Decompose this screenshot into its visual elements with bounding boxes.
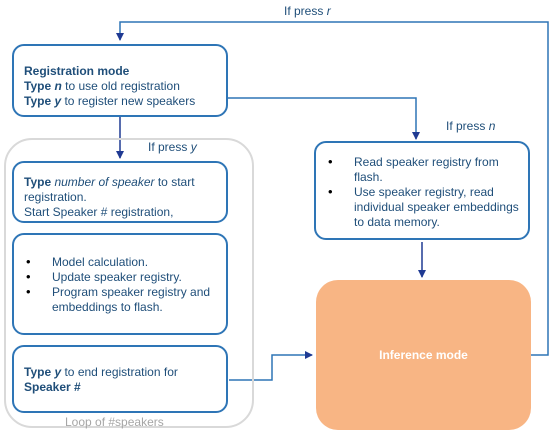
- list-item: Model calculation.: [24, 254, 218, 270]
- read-registry-box: Read speaker registry from flash. Use sp…: [314, 141, 530, 240]
- registration-line-n: Type n to use old registration: [24, 79, 180, 93]
- start-registration-box: Type number of speaker to start registra…: [12, 161, 228, 223]
- inference-mode-box: Inference mode: [316, 280, 531, 430]
- end-speaker-text: Speaker #: [24, 380, 81, 394]
- registration-line-y: Type y to register new speakers: [24, 94, 196, 108]
- start-speaker-text: Start Speaker # registration,: [24, 205, 174, 219]
- list-item: Use speaker registry, read individual sp…: [326, 184, 522, 230]
- label-press-n: If press n: [446, 119, 496, 133]
- start-registration-text: Type number of speaker to start registra…: [24, 175, 195, 204]
- registration-mode-box: Registration mode Type n to use old regi…: [12, 44, 228, 117]
- end-registration-box: Type y to end registration for Speaker #: [12, 345, 228, 413]
- inference-label: Inference mode: [379, 348, 468, 362]
- label-press-r: If press r: [284, 4, 331, 18]
- arrow-press-r: [116, 21, 549, 356]
- arrow-end-to-inference: [229, 351, 313, 381]
- model-calculation-box: Model calculation. Update speaker regist…: [12, 233, 228, 335]
- loop-label: Loop of #speakers: [65, 415, 164, 429]
- label-press-y: If press y: [148, 140, 197, 154]
- list-item: Program speaker registry and embeddings …: [24, 284, 218, 315]
- registration-title: Registration mode: [24, 64, 130, 78]
- arrow-press-n: [228, 97, 420, 140]
- speaker-loop-container: [4, 138, 254, 428]
- list-item: Update speaker registry.: [24, 269, 218, 285]
- read-steps-list: Read speaker registry from flash. Use sp…: [326, 154, 522, 230]
- model-steps-list: Model calculation. Update speaker regist…: [24, 254, 218, 315]
- end-registration-text: Type y to end registration for: [24, 365, 178, 379]
- list-item: Read speaker registry from flash.: [326, 154, 522, 185]
